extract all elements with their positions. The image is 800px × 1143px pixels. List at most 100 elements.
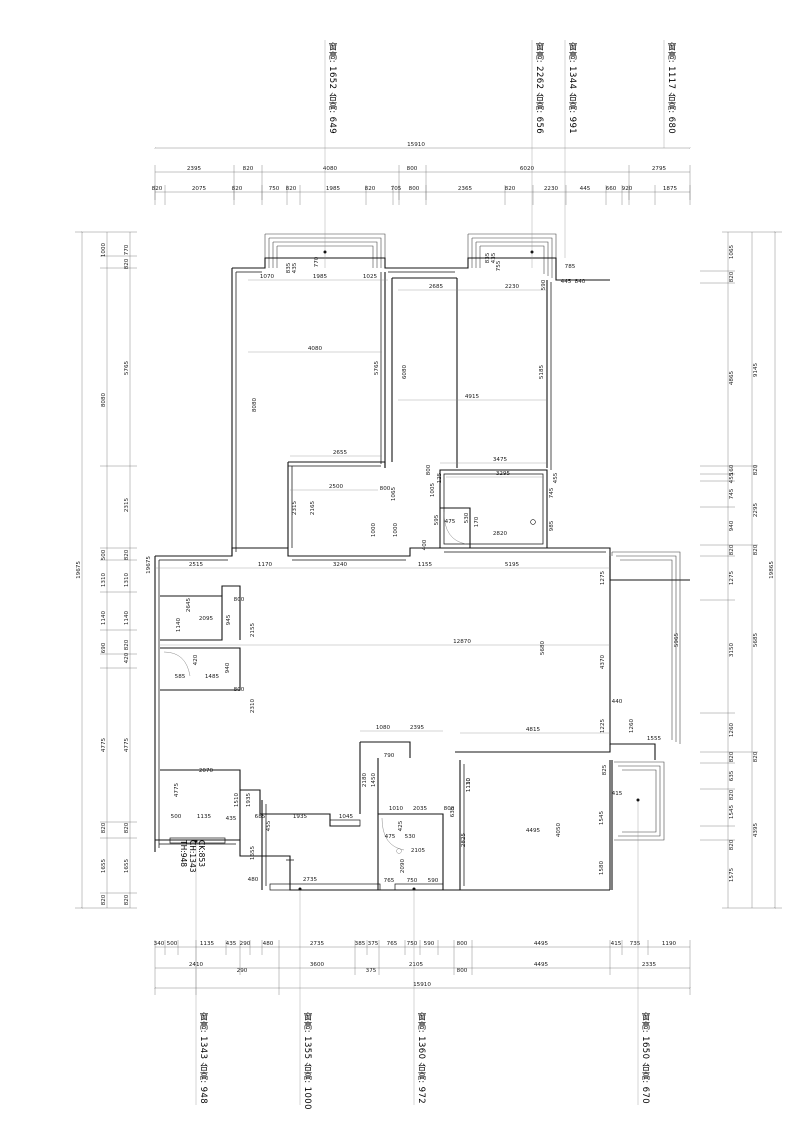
svg-text:420: 420: [124, 652, 130, 663]
svg-text:1485: 1485: [205, 674, 220, 680]
svg-text:590: 590: [424, 941, 435, 947]
svg-text:4495: 4495: [534, 941, 549, 947]
svg-text:530: 530: [405, 834, 416, 840]
svg-text:585: 585: [175, 674, 186, 680]
svg-text:1140: 1140: [124, 610, 130, 625]
svg-text:800: 800: [234, 687, 245, 693]
svg-text:660: 660: [606, 186, 617, 192]
svg-text:1130: 1130: [466, 777, 472, 792]
svg-text:820: 820: [365, 186, 376, 192]
svg-text:1655: 1655: [124, 858, 130, 873]
svg-text:750: 750: [407, 878, 418, 884]
svg-text:800: 800: [457, 941, 468, 947]
svg-text:475: 475: [445, 519, 456, 525]
svg-text:2095: 2095: [199, 616, 214, 622]
svg-text:820: 820: [729, 789, 735, 800]
svg-text:6020: 6020: [520, 166, 535, 172]
svg-text:5185: 5185: [539, 364, 545, 379]
svg-text:2685: 2685: [429, 284, 444, 290]
svg-text:435: 435: [292, 262, 298, 273]
svg-text:1510: 1510: [234, 792, 240, 807]
svg-text:590: 590: [428, 878, 439, 884]
svg-text:2105: 2105: [411, 848, 426, 854]
svg-text:1070: 1070: [260, 274, 275, 280]
svg-text:590: 590: [541, 279, 547, 290]
window-spec-bottom-2: 窗高: 1355 台高: 1000: [302, 1012, 312, 1110]
window-spec-bottom-4: 窗高: 1650 台高: 670: [640, 1012, 650, 1105]
svg-text:19865: 19865: [769, 561, 775, 579]
svg-text:820: 820: [101, 822, 107, 833]
svg-text:480: 480: [248, 877, 259, 883]
svg-text:800: 800: [409, 186, 420, 192]
svg-text:4815: 4815: [526, 727, 541, 733]
svg-text:765: 765: [384, 878, 395, 884]
svg-text:5765: 5765: [124, 360, 130, 375]
svg-text:1135: 1135: [197, 814, 212, 820]
svg-text:440: 440: [612, 699, 623, 705]
svg-text:1155: 1155: [418, 562, 433, 568]
svg-text:2310: 2310: [250, 698, 256, 713]
svg-text:1170: 1170: [258, 562, 273, 568]
svg-text:2515: 2515: [189, 562, 204, 568]
svg-text:1985: 1985: [313, 274, 328, 280]
svg-text:415: 415: [612, 791, 623, 797]
svg-text:820: 820: [753, 751, 759, 762]
svg-text:4775: 4775: [174, 782, 180, 797]
svg-text:3600: 3600: [310, 962, 325, 968]
svg-text:2500: 2500: [329, 484, 344, 490]
svg-text:4775: 4775: [101, 737, 107, 752]
svg-text:820: 820: [729, 271, 735, 282]
svg-text:385: 385: [355, 941, 366, 947]
svg-text:455: 455: [729, 472, 735, 483]
svg-text:4370: 4370: [600, 654, 606, 669]
svg-text:1045: 1045: [339, 814, 354, 820]
svg-text:1140: 1140: [176, 617, 182, 632]
svg-text:790: 790: [384, 753, 395, 759]
svg-text:4050: 4050: [556, 822, 562, 837]
svg-text:2395: 2395: [187, 166, 202, 172]
svg-text:820: 820: [729, 839, 735, 850]
svg-text:3295: 3295: [496, 471, 511, 477]
window-spec-bottom-1: 窗高: 1343 台高: 948: [198, 1012, 208, 1105]
svg-text:435: 435: [226, 941, 237, 947]
svg-text:455: 455: [553, 472, 559, 483]
svg-text:415: 415: [611, 941, 622, 947]
svg-text:2410: 2410: [189, 962, 204, 968]
svg-text:2315: 2315: [124, 497, 130, 512]
svg-text:375: 375: [368, 941, 379, 947]
svg-text:820: 820: [753, 544, 759, 555]
svg-text:820: 820: [243, 166, 254, 172]
svg-text:820: 820: [124, 822, 130, 833]
svg-text:635: 635: [729, 770, 735, 781]
svg-text:340: 340: [154, 941, 165, 947]
svg-text:455: 455: [266, 820, 272, 831]
svg-text:12870: 12870: [453, 639, 471, 645]
svg-text:160: 160: [729, 464, 735, 475]
svg-text:1985: 1985: [326, 186, 341, 192]
svg-text:840: 840: [575, 279, 586, 285]
svg-text:2655: 2655: [333, 450, 348, 456]
annotation-ch: CH:1343: [188, 840, 197, 873]
svg-text:2105: 2105: [409, 962, 424, 968]
svg-text:435: 435: [226, 816, 237, 822]
svg-text:820: 820: [286, 186, 297, 192]
svg-text:820: 820: [729, 544, 735, 555]
svg-text:1310: 1310: [101, 572, 107, 587]
svg-text:2090: 2090: [400, 858, 406, 873]
svg-text:800: 800: [444, 806, 455, 812]
svg-text:1555: 1555: [647, 736, 662, 742]
svg-text:6080: 6080: [402, 364, 408, 379]
svg-text:820: 820: [753, 464, 759, 475]
svg-text:15910: 15910: [413, 982, 431, 988]
svg-text:820: 820: [729, 751, 735, 762]
svg-text:500: 500: [167, 941, 178, 947]
svg-text:745: 745: [729, 488, 735, 499]
svg-text:1655: 1655: [101, 858, 107, 873]
svg-text:2295: 2295: [753, 502, 759, 517]
svg-text:690: 690: [101, 642, 107, 653]
svg-text:1005: 1005: [430, 482, 436, 497]
svg-text:1140: 1140: [101, 610, 107, 625]
svg-text:2165: 2165: [310, 500, 316, 515]
